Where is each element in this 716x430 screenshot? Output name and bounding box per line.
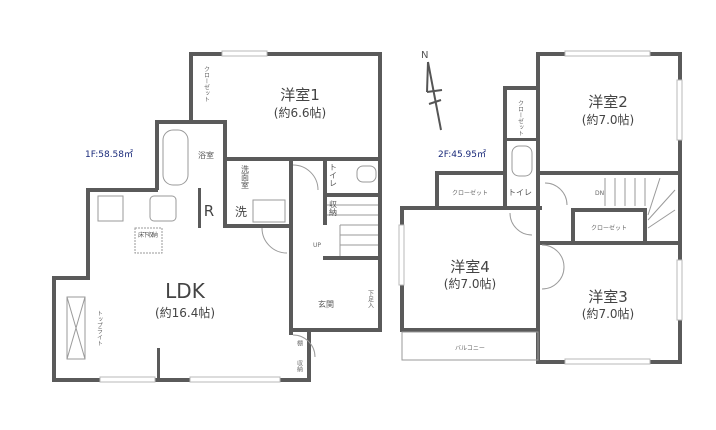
fridge-label: R [204, 202, 214, 220]
underfloor-storage-label: 床下収納 [138, 231, 158, 239]
storage2-label: 収納 [296, 360, 303, 373]
shoe-storage-label: 下足入 [367, 290, 374, 308]
floor2-walls [400, 52, 682, 364]
toilet2-icon [511, 145, 533, 177]
stairs2-icon [604, 177, 676, 229]
room-western1-size: (約6.6帖) [274, 105, 326, 120]
closet2c-label: クローゼット [591, 224, 627, 232]
washbasin-icon [252, 199, 286, 223]
north-label: N [421, 50, 428, 61]
room-western4-name: 洋室4 [450, 258, 490, 276]
skylight-icon [66, 296, 86, 360]
storage-label: 収納 [329, 199, 338, 217]
dn-label: DN [595, 190, 604, 197]
room-western3-size: (約7.0帖) [582, 306, 634, 321]
closet-label: クローゼット [203, 66, 210, 102]
washer-label: 洗 [235, 205, 247, 219]
entrance-label: 玄関 [318, 299, 334, 309]
bathtub-icon [162, 129, 189, 186]
closet2a-label: クローゼット [517, 100, 524, 136]
toilet-icon [356, 165, 377, 183]
balcony-label: バルコニー [455, 345, 485, 352]
up-label: UP [313, 242, 321, 249]
north-arrow-icon: N [421, 50, 443, 131]
closet2b-label: クローゼット [452, 189, 488, 197]
floor1-fixtures [66, 50, 378, 383]
skylight-label: トップライト [96, 310, 103, 346]
toilet-label: トイレ [329, 163, 338, 187]
room-western2-name: 洋室2 [588, 93, 628, 111]
room-western3-name: 洋室3 [588, 288, 628, 306]
room-western1-name: 洋室1 [280, 86, 320, 104]
room-western2-size: (約7.0帖) [582, 112, 634, 127]
washroom-label: 洗面室 [241, 164, 250, 189]
floor1-plan: 1F:58.58㎡ 洋室1 (約6.6帖) クローゼット 浴室 洗面室 トイレ … [52, 50, 382, 383]
sink-icon [149, 195, 177, 222]
room-ldk-name: LDK [165, 279, 206, 303]
floor1-walls [52, 52, 382, 382]
shelf-label: 棚 [296, 339, 303, 347]
room-ldk-size: (約16.4帖) [155, 305, 215, 320]
floor2-plan: N 2F:45.95㎡ 洋室2 (約7.0帖) 洋室4 (約7.0帖) 洋室3 … [398, 50, 683, 365]
floor2-fixtures [398, 50, 683, 365]
stove-icon [97, 195, 124, 222]
toilet2-label: トイレ [508, 188, 532, 197]
stairs-icon [327, 204, 378, 256]
floor1-area: 1F:58.58㎡ [85, 149, 133, 160]
room-western4-size: (約7.0帖) [444, 276, 496, 291]
bath-label: 浴室 [198, 150, 214, 160]
floor2-area: 2F:45.95㎡ [438, 149, 486, 160]
